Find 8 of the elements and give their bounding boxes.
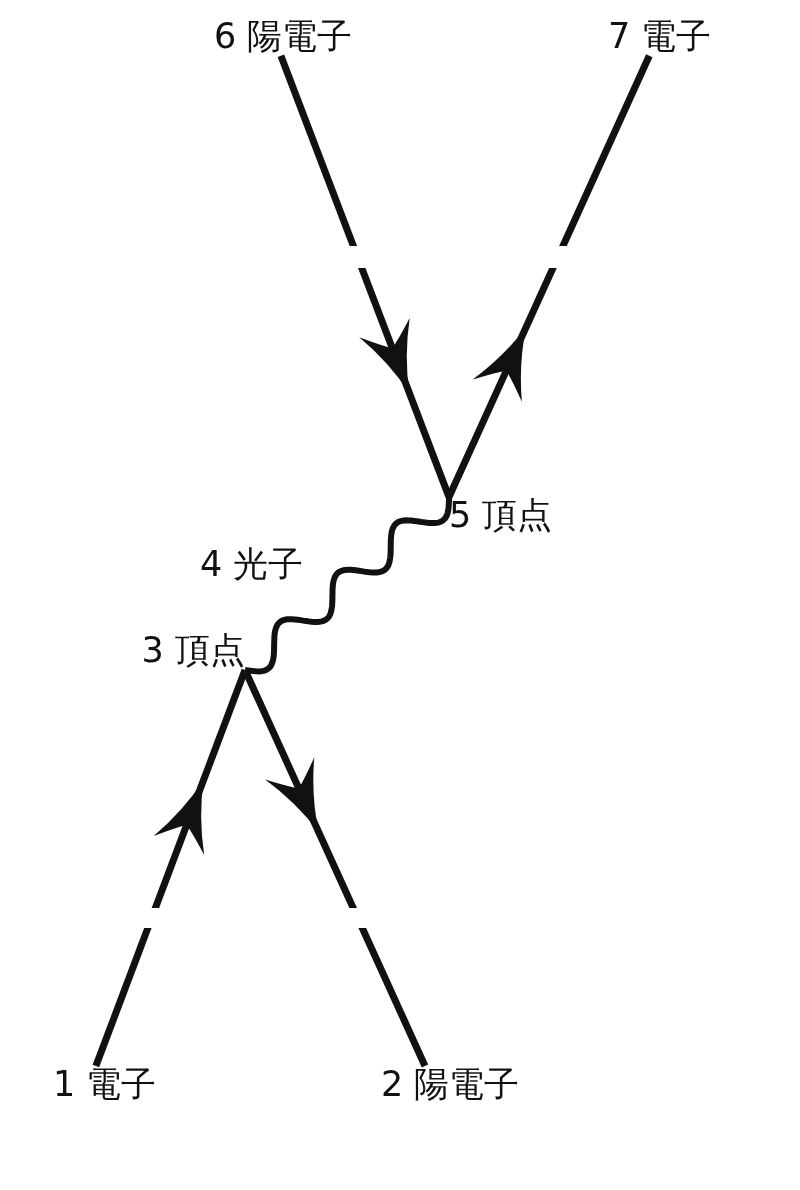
particle-label: 6 陽電子 [214, 18, 353, 56]
particle-label: 2 陽電子 [381, 1066, 520, 1104]
vertex-label: 3 頂点 [141, 632, 245, 670]
particle-label: 7 電子 [608, 18, 712, 56]
edge-label: 4 光子 [200, 546, 304, 584]
particle-label: 1 電子 [53, 1066, 157, 1104]
vertex-label: 5 頂点 [449, 497, 553, 535]
wavy-line [244, 496, 452, 675]
